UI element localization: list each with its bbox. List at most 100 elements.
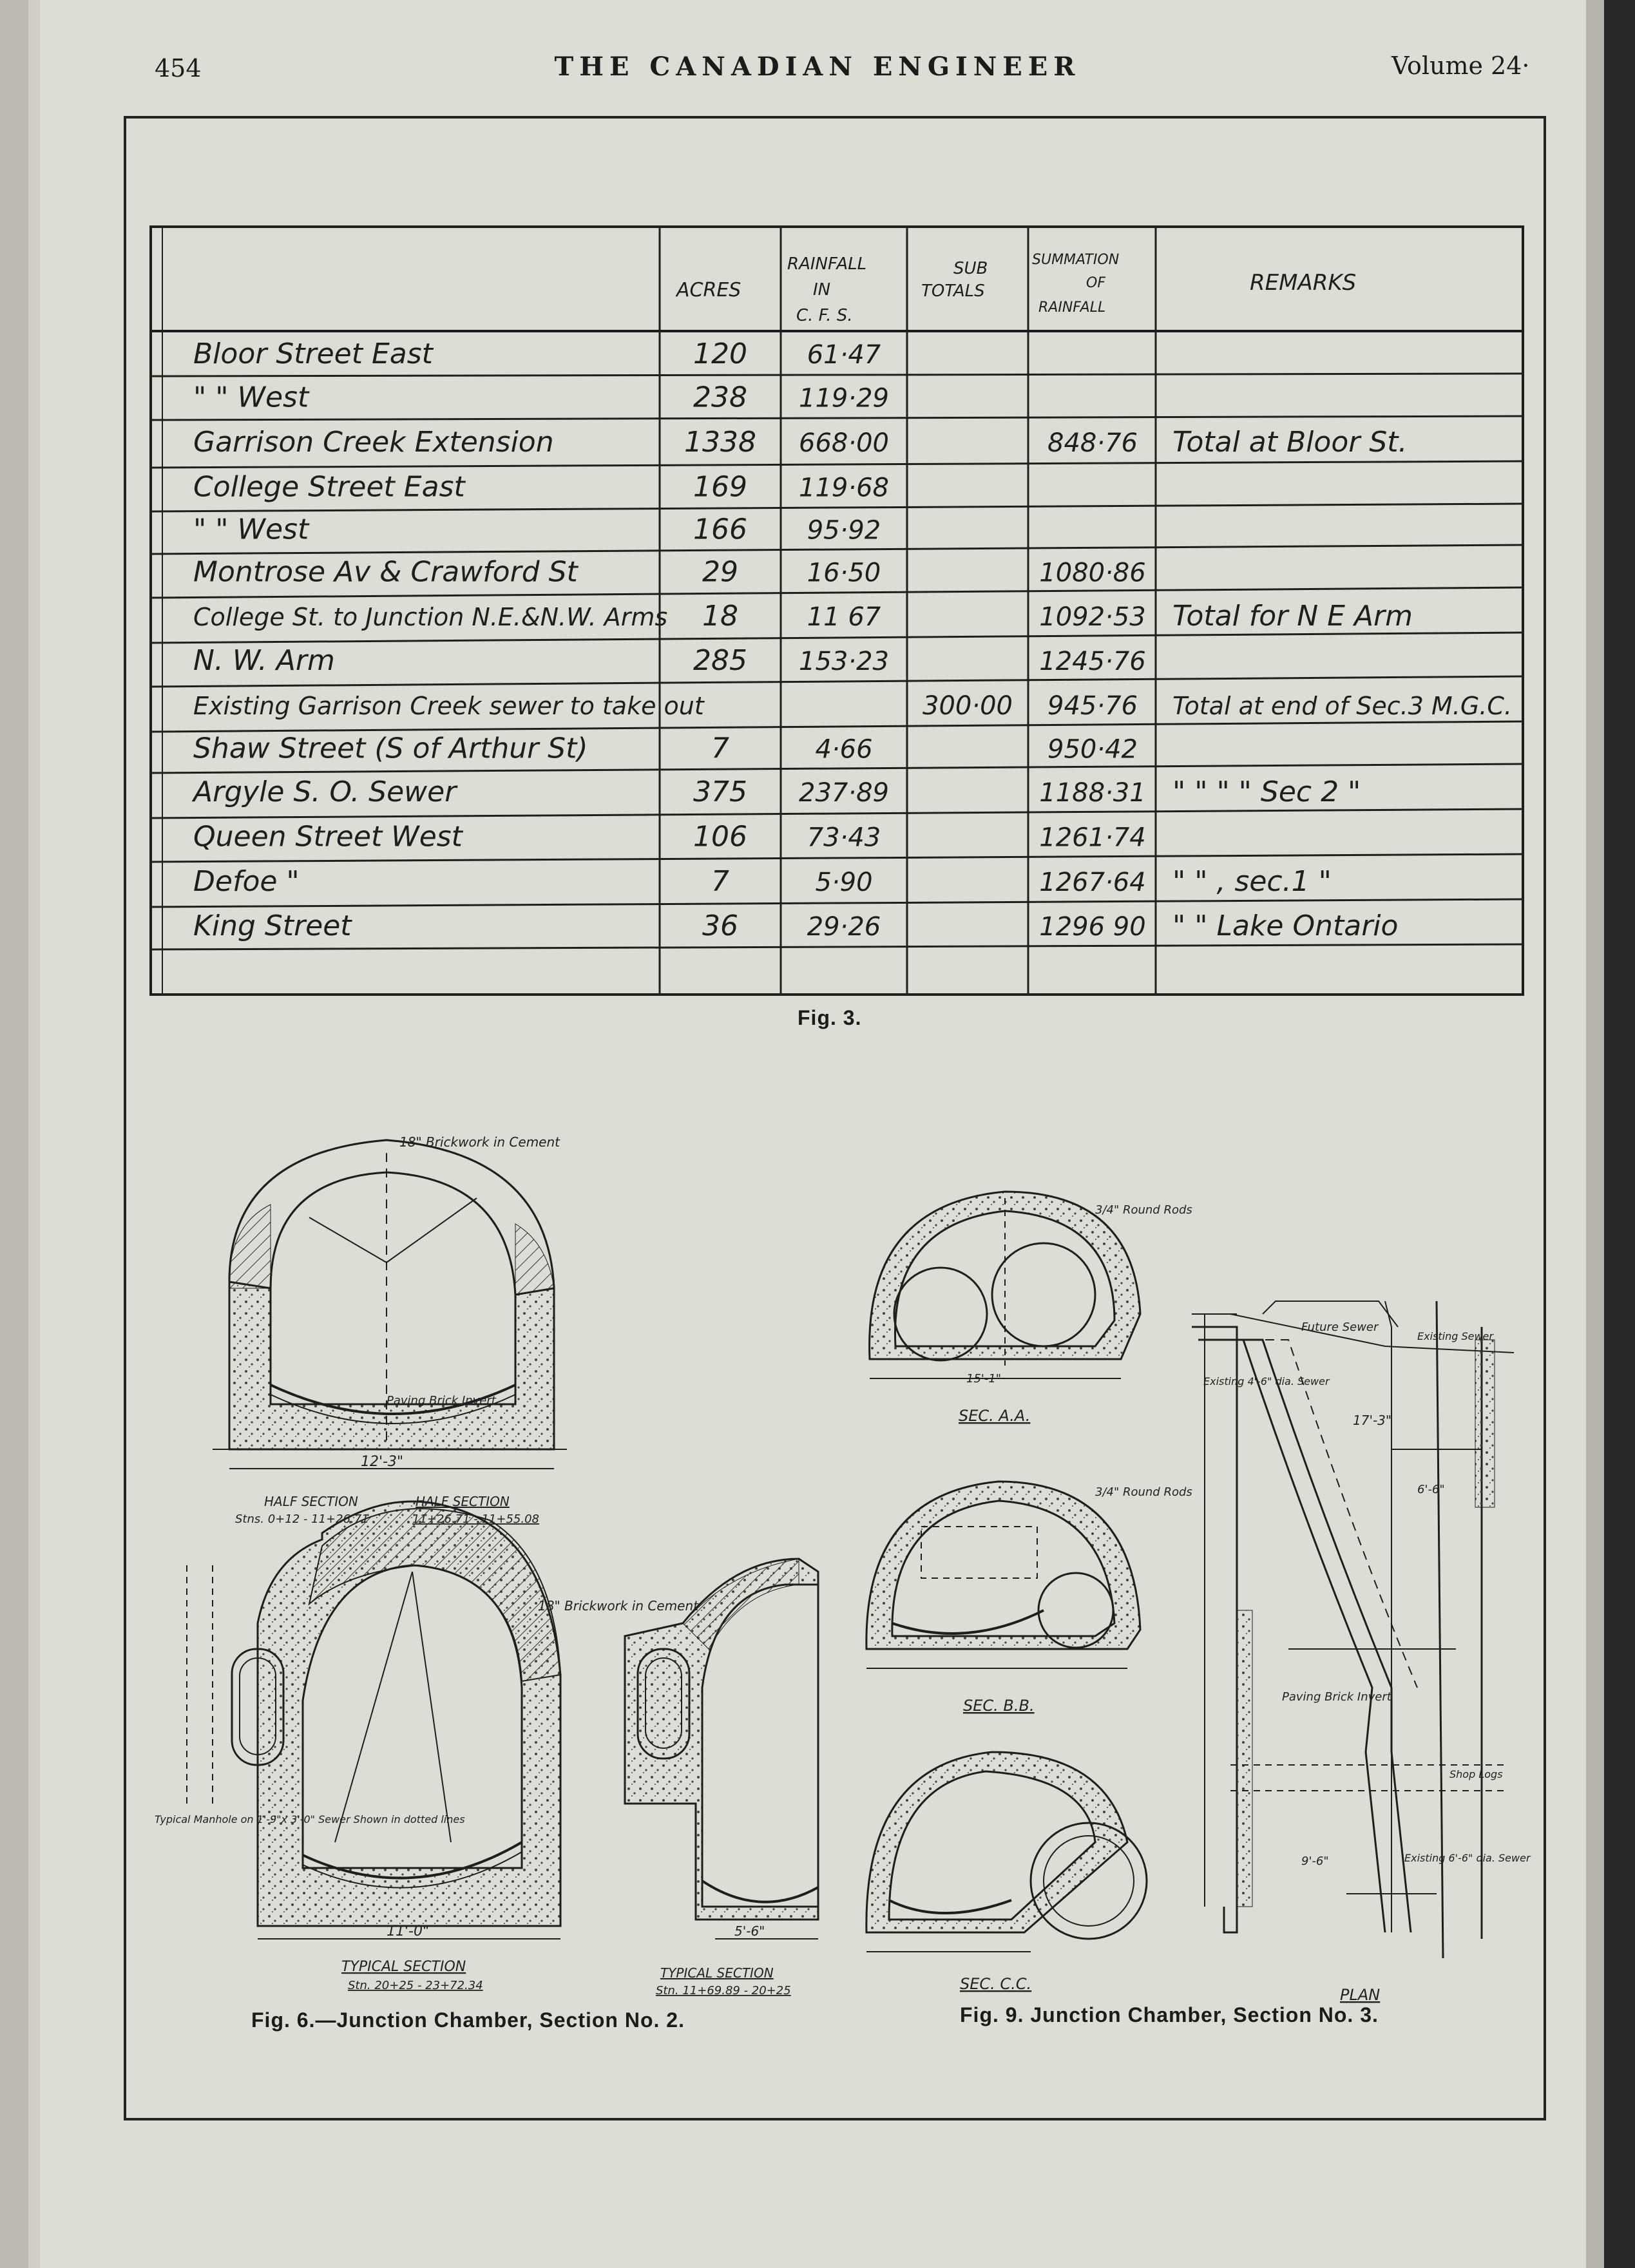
table-cell-summation: 950·42 <box>1047 735 1138 765</box>
figure-frame <box>124 116 1546 2120</box>
table-cell-rainfall: 5·90 <box>815 868 872 897</box>
label-shop-logs: Shop Logs <box>1449 1768 1503 1780</box>
label-brickwork-mid: 18" Brickwork in Cement <box>538 1598 699 1614</box>
label-sec-bb: SEC. B.B. <box>963 1697 1035 1715</box>
typical-section-2-drawing <box>624 1558 819 1939</box>
label-round-rod-2: 3/4" Round Rods <box>1095 1485 1192 1499</box>
table-cell-summation: 848·76 <box>1047 428 1138 458</box>
label-paving-invert: Paving Brick Invert <box>1282 1690 1392 1704</box>
label-typical-section-2-stn: Stn. 11+69.89 - 20+25 <box>656 1984 791 1997</box>
dim-12-3: 12'-3" <box>361 1454 403 1470</box>
section-cc-drawing <box>865 1751 1148 1952</box>
table-cell-summation: 945·76 <box>1047 691 1138 721</box>
table-cell-rainfall: 73·43 <box>807 823 881 853</box>
header-subtotals: SUB TOTALS <box>921 259 993 301</box>
table-cell-acres: 169 <box>693 471 747 504</box>
section-aa-drawing <box>868 1190 1142 1379</box>
half-section-drawing <box>213 1139 567 1469</box>
label-half-section-1-stn: Stns. 0+12 - 11+26.71 <box>235 1512 369 1526</box>
table-cell-rainfall: 119·29 <box>799 384 889 414</box>
label-future-sewer: Future Sewer <box>1301 1320 1379 1334</box>
label-existing-sewer: Existing Sewer <box>1417 1330 1494 1342</box>
table-cell-name: College St. to Junction N.E.&N.W. Arms <box>193 603 667 631</box>
journal-title: THE CANADIAN ENGINEER <box>554 52 1081 82</box>
table-cell-summation: 1296 90 <box>1039 912 1145 942</box>
table-cell-acres: 29 <box>702 556 738 589</box>
table-cell-acres: 1338 <box>684 426 756 459</box>
table-cell-rainfall: 29·26 <box>807 912 881 942</box>
table-cell-remarks: Total for N E Arm <box>1172 600 1413 633</box>
table-cell-acres: 36 <box>702 910 738 942</box>
header-remarks: REMARKS <box>1250 270 1356 296</box>
label-typical-section-1-stn: Stn. 20+25 - 23+72.34 <box>348 1979 483 1992</box>
label-sec-cc: SEC. C.C. <box>960 1975 1031 1993</box>
table-cell-remarks: Total at Bloor St. <box>1172 426 1407 459</box>
label-paving-brick: Paving Brick Invert <box>387 1394 497 1407</box>
table-cell-rainfall: 668·00 <box>799 428 889 458</box>
table-cell-subtotal: 300·00 <box>923 691 1013 721</box>
dim-6-6: 6'-6" <box>1417 1483 1445 1496</box>
table-cell-acres: 238 <box>693 381 747 414</box>
table-cell-acres: 285 <box>693 644 747 677</box>
table-cell-rainfall: 153·23 <box>799 647 889 676</box>
table-cell-name: Existing Garrison Creek sewer to take ou… <box>193 692 705 720</box>
section-bb-drawing <box>865 1480 1142 1669</box>
table-cell-acres: 375 <box>693 776 747 808</box>
table-cell-name: Montrose Av & Crawford St <box>193 556 579 589</box>
label-existing-6-6: Existing 6'-6" dia. Sewer <box>1404 1852 1531 1864</box>
plan-drawing <box>1192 1301 1515 1959</box>
table-cell-rainfall: 16·50 <box>807 558 881 588</box>
table-cell-rainfall: 61·47 <box>807 340 881 370</box>
label-brickwork-top: 18" Brickwork in Cement <box>399 1134 560 1150</box>
table-cell-name: Defoe " <box>193 865 300 898</box>
dim-9-6: 9'-6" <box>1301 1854 1329 1868</box>
table-cell-acres: 18 <box>702 600 738 633</box>
table-cell-remarks: " " , sec.1 " <box>1172 865 1332 898</box>
table-cell-acres: 7 <box>711 865 729 898</box>
table-cell-name: " " West <box>193 513 310 546</box>
label-existing-4-6: Existing 4'-6" dia. Sewer <box>1203 1375 1330 1387</box>
book-spine <box>1604 0 1635 2268</box>
label-plan: PLAN <box>1340 1986 1380 2004</box>
label-manhole-note: Typical Manhole on 1'-9"x 3'-0" Sewer Sh… <box>155 1813 465 1825</box>
page-number: 454 <box>155 54 202 82</box>
label-typical-section-1: TYPICAL SECTION <box>341 1959 466 1975</box>
header-summation: SUMMATION OF RAINFALL <box>1032 252 1123 316</box>
table-cell-name: College Street East <box>193 471 466 504</box>
table-cell-summation: 1245·76 <box>1039 647 1145 676</box>
table-cell-rainfall: 11 67 <box>807 602 881 632</box>
table-cell-acres: 106 <box>693 821 747 853</box>
next-page-edge <box>1586 0 1604 2268</box>
table-cell-acres: 166 <box>693 513 747 546</box>
dim-17-3: 17'-3" <box>1353 1413 1391 1428</box>
table-cell-name: Shaw Street (S of Arthur St) <box>193 732 588 765</box>
table-cell-remarks: " " Lake Ontario <box>1172 910 1398 942</box>
fig9-caption: Fig. 9. Junction Chamber, Section No. 3. <box>960 2003 1379 2026</box>
table-cell-rainfall: 95·92 <box>807 516 881 546</box>
label-half-section-1: HALF SECTION <box>264 1494 358 1509</box>
table-cell-name: Garrison Creek Extension <box>193 426 554 459</box>
table-cell-name: Bloor Street East <box>193 338 434 370</box>
table-cell-name: King Street <box>193 910 352 942</box>
table-cell-summation: 1080·86 <box>1039 558 1145 588</box>
label-sec-aa: SEC. A.A. <box>959 1407 1030 1425</box>
table-cell-summation: 1267·64 <box>1039 868 1145 897</box>
volume-label: Volume 24· <box>1391 52 1530 80</box>
table-cell-acres: 7 <box>711 732 729 765</box>
table-cell-name: Queen Street West <box>193 821 464 853</box>
label-round-rod-1: 3/4" Round Rods <box>1095 1203 1192 1217</box>
label-typical-section-2: TYPICAL SECTION <box>660 1965 774 1981</box>
binding-gutter-edge <box>28 0 40 2268</box>
table-cell-summation: 1261·74 <box>1039 823 1145 853</box>
dim-15-1: 15'-1" <box>966 1372 1001 1386</box>
table-cell-rainfall: 119·68 <box>799 473 889 503</box>
binding-gutter <box>0 0 28 2268</box>
table-cell-remarks: Total at end of Sec.3 M.G.C. <box>1172 692 1512 720</box>
table-cell-summation: 1188·31 <box>1039 778 1145 808</box>
fig3-caption: Fig. 3. <box>798 1006 862 1029</box>
table-cell-name: N. W. Arm <box>193 644 335 677</box>
header-rainfall: RAINFALL IN C. F. S. <box>787 254 872 325</box>
dim-11-0: 11'-0" <box>387 1923 429 1939</box>
